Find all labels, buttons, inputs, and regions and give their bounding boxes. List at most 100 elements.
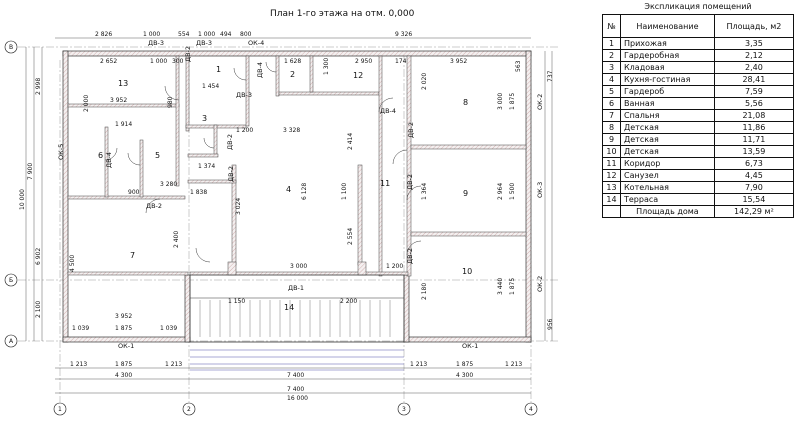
cell-name: Детская: [620, 121, 715, 134]
cell-name: Санузел: [620, 169, 715, 182]
cell-area: 6,73: [713, 157, 795, 170]
room-schedule-title: Экспликация помещений: [644, 2, 752, 11]
svg-text:1 364: 1 364: [421, 183, 428, 200]
axis-label-B: Б: [9, 277, 13, 284]
room-number: 5: [155, 151, 160, 160]
svg-text:ДВ-2: ДВ-2: [184, 46, 192, 62]
cell-name: Ванная: [620, 97, 715, 110]
room-number: 2: [290, 70, 295, 79]
svg-text:3 000: 3 000: [290, 263, 307, 270]
svg-text:ДВ-2: ДВ-2: [226, 134, 234, 150]
cell-area: 2,12: [713, 49, 795, 62]
svg-text:16 000: 16 000: [287, 395, 308, 402]
svg-text:ДВ-2: ДВ-2: [146, 202, 162, 210]
cell-name: Котельная: [620, 181, 715, 194]
svg-text:1 628: 1 628: [284, 58, 301, 65]
cell-num: 7: [602, 109, 621, 122]
room-number: 8: [463, 98, 468, 107]
cell-area: 2,40: [713, 61, 795, 74]
axis-label-1: 1: [58, 406, 62, 413]
svg-text:554: 554: [178, 31, 190, 38]
svg-text:2 180: 2 180: [421, 283, 428, 300]
total-value: 142,29 м²: [713, 205, 795, 218]
cell-num: 8: [602, 121, 621, 134]
cell-num: 11: [602, 157, 621, 170]
svg-text:1 875: 1 875: [509, 278, 516, 295]
svg-text:1 213: 1 213: [505, 361, 522, 368]
svg-text:ДВ-2: ДВ-2: [227, 166, 235, 182]
svg-text:1 039: 1 039: [72, 325, 89, 332]
svg-text:ОК-1: ОК-1: [462, 342, 478, 350]
axis-label-4: 4: [529, 406, 533, 413]
floor-plan-drawing: План 1-го этажа на отм. 0,000 1 2 3 4 В …: [4, 9, 560, 416]
cell-area: 28,41: [713, 73, 795, 86]
svg-text:800: 800: [240, 31, 252, 38]
svg-text:3 952: 3 952: [110, 97, 127, 104]
svg-text:10 000: 10 000: [19, 189, 26, 210]
dimension-texts: 2 826 1 000 554 1 000 494 800 9 326 2 65…: [19, 31, 554, 402]
svg-text:3 952: 3 952: [115, 313, 132, 320]
cell-area: 13,59: [713, 145, 795, 158]
svg-text:2 414: 2 414: [347, 133, 354, 150]
svg-text:2 100: 2 100: [35, 301, 42, 318]
svg-text:900: 900: [128, 189, 140, 196]
room-number: 6: [98, 151, 103, 160]
room-schedule: Экспликация помещений № Наименование Пло…: [602, 2, 795, 218]
cell-name: Терраса: [620, 193, 715, 206]
svg-text:3 328: 3 328: [283, 127, 300, 134]
cell-num: 3: [602, 61, 621, 74]
svg-text:4 300: 4 300: [115, 372, 132, 379]
cell-num: 9: [602, 133, 621, 146]
cell-name: Спальня: [620, 109, 715, 122]
svg-text:1 914: 1 914: [115, 121, 132, 128]
opening-labels: ДВ-3 ДВ-3 ДВ-3 ДВ-2 ДВ-2 ДВ-4 ДВ-4 ДВ-4 …: [57, 39, 544, 350]
svg-text:7 900: 7 900: [27, 163, 34, 180]
svg-text:980: 980: [167, 96, 174, 108]
svg-text:1 213: 1 213: [410, 361, 427, 368]
room-schedule-total: Площадь дома 142,29 м²: [602, 205, 795, 218]
svg-text:1 875: 1 875: [115, 361, 132, 368]
svg-text:6 902: 6 902: [35, 248, 42, 265]
svg-text:1 000: 1 000: [150, 58, 167, 65]
cell-name: Гардероб: [620, 85, 715, 98]
svg-text:3 024: 3 024: [235, 198, 242, 215]
cell-num: 6: [602, 97, 621, 110]
cell-area: 11,71: [713, 133, 795, 146]
svg-text:6 128: 6 128: [301, 183, 308, 200]
svg-text:174: 174: [395, 58, 407, 65]
svg-text:300: 300: [172, 58, 184, 65]
svg-text:1 300: 1 300: [323, 58, 330, 75]
room-number: 1: [216, 65, 221, 74]
svg-text:1 200: 1 200: [386, 263, 403, 270]
svg-text:737: 737: [547, 70, 554, 82]
cell-name: Коридор: [620, 157, 715, 170]
svg-text:ДВ-3: ДВ-3: [196, 39, 212, 47]
cell-num: 10: [602, 145, 621, 158]
svg-text:ДВ-1: ДВ-1: [288, 284, 304, 292]
svg-text:2 000: 2 000: [83, 95, 90, 112]
svg-text:494: 494: [220, 31, 232, 38]
svg-text:3 000: 3 000: [497, 93, 504, 110]
svg-text:1 875: 1 875: [456, 361, 473, 368]
svg-text:1 200: 1 200: [236, 127, 253, 134]
svg-text:1 000: 1 000: [143, 31, 160, 38]
axis-label-3: 3: [402, 406, 406, 413]
svg-text:ДВ-3: ДВ-3: [236, 91, 252, 99]
room-number: 3: [202, 114, 207, 123]
svg-text:ДВ-2: ДВ-2: [407, 122, 415, 138]
svg-text:3 440: 3 440: [497, 278, 504, 295]
